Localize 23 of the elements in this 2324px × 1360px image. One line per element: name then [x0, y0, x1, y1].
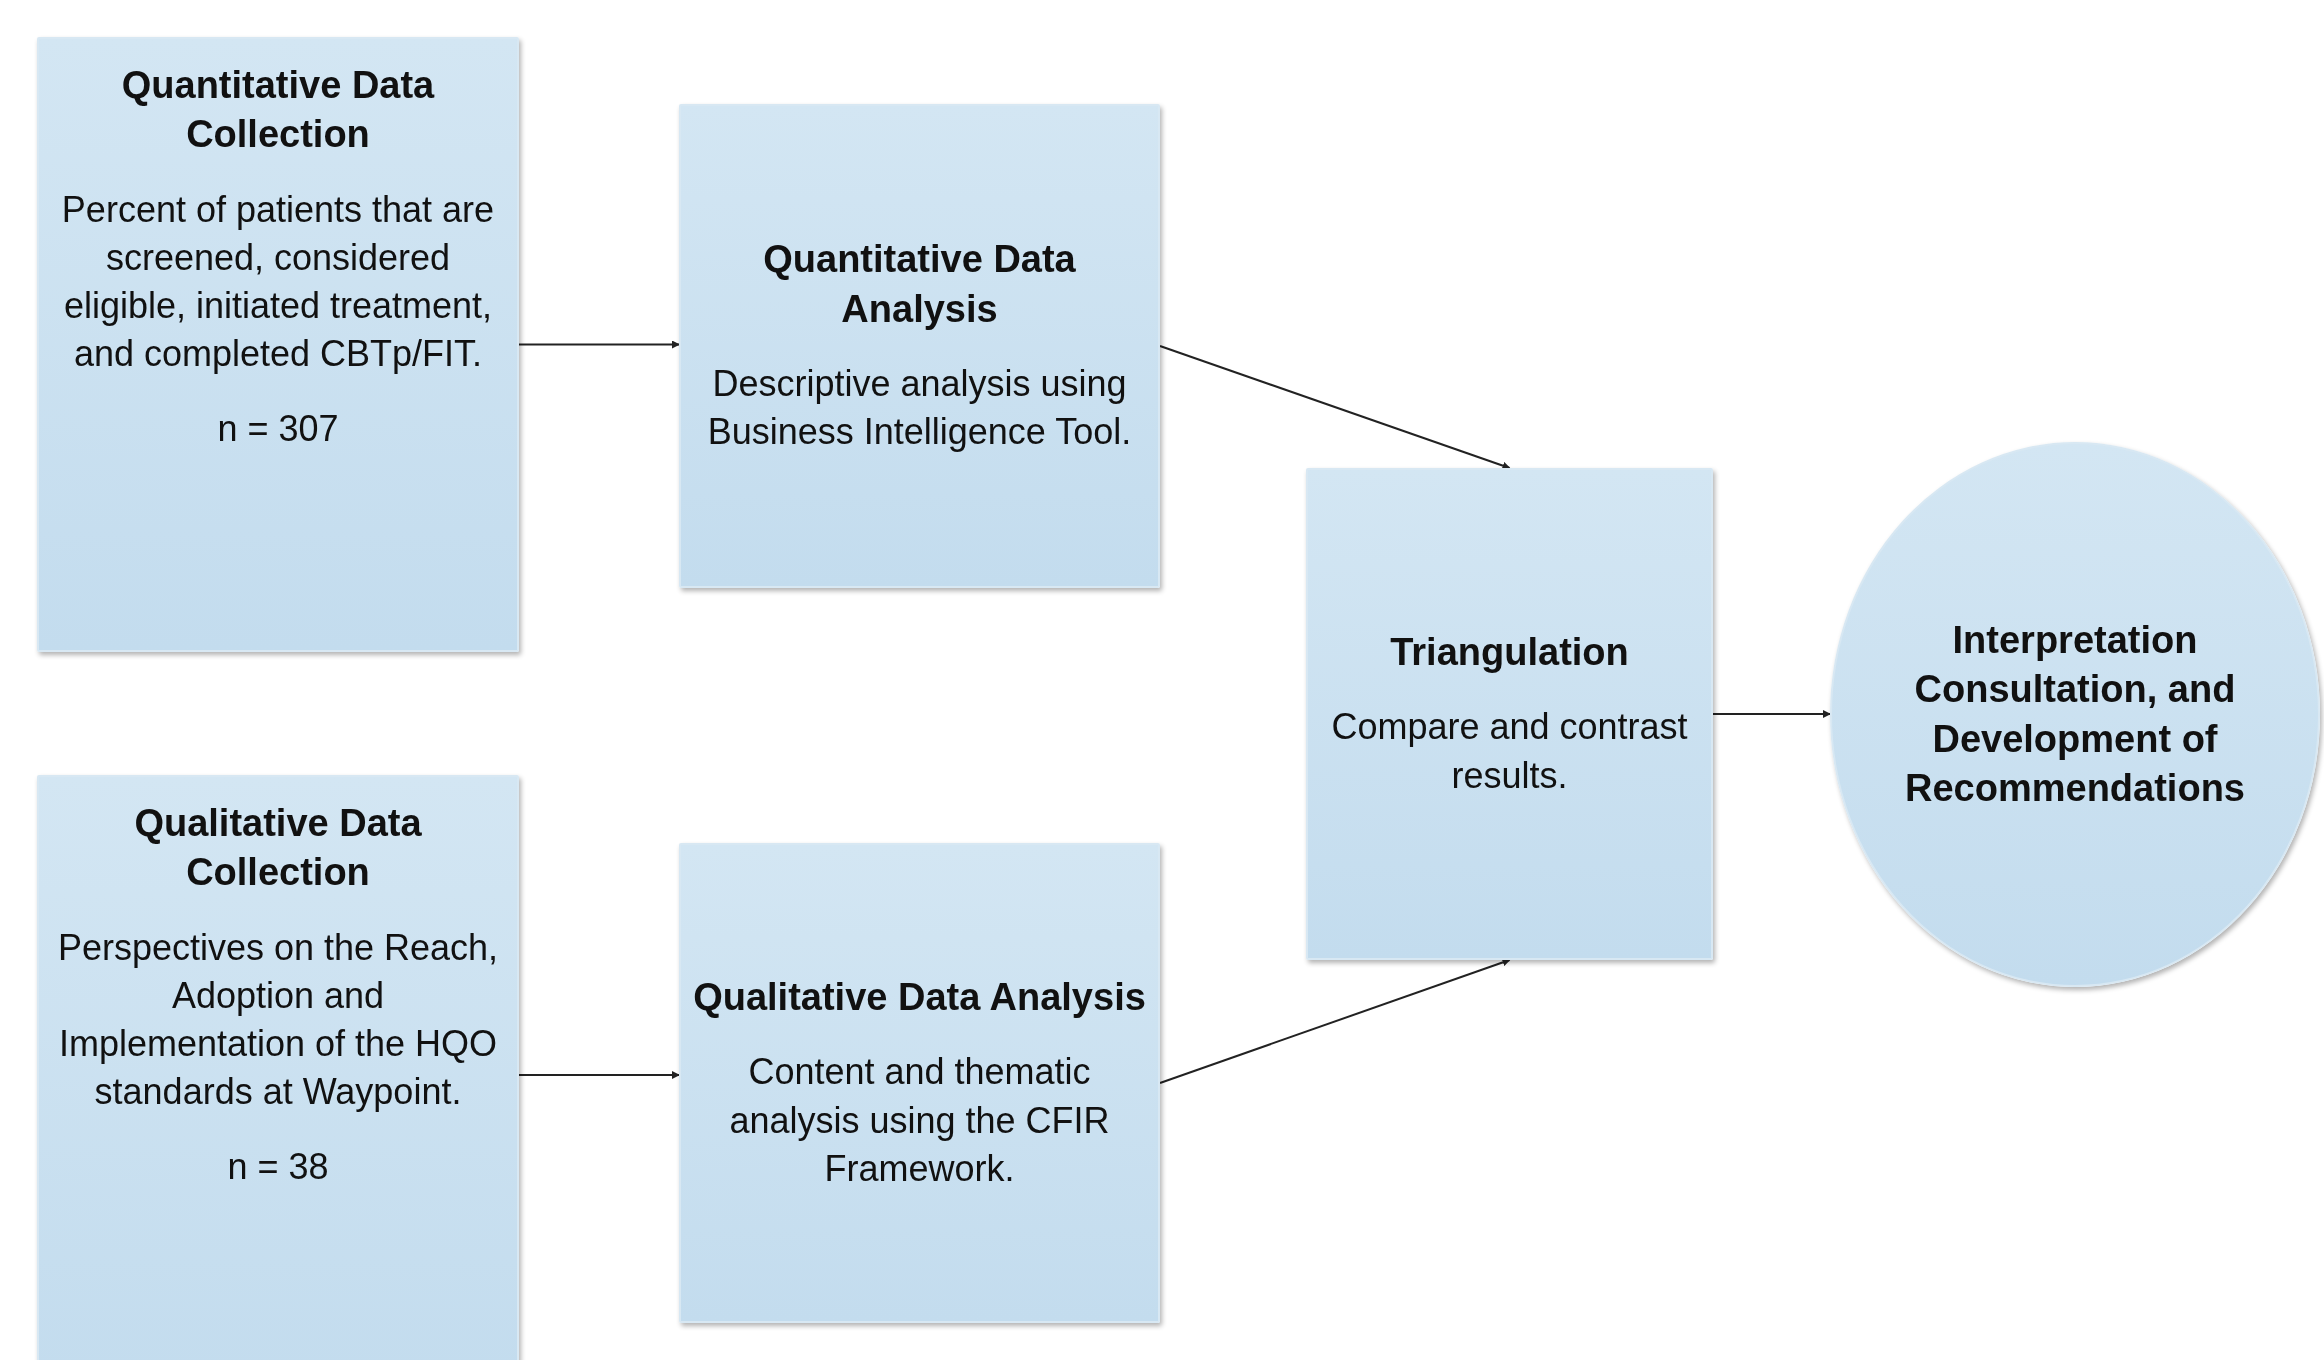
arrow	[518, 1071, 680, 1079]
node-heading: Interpretation Consultation, and Development of Recommendations	[1904, 617, 2246, 811]
node-text: n = 38	[227, 1144, 329, 1189]
node-text: Content and thematic analysis using the CFIR Framework.	[728, 1050, 1111, 1191]
node-text: Compare and contrast results.	[1330, 705, 1689, 798]
process-box	[37, 37, 519, 652]
process-box	[37, 775, 519, 1360]
node-text: n = 307	[217, 406, 339, 451]
arrow	[518, 340, 680, 349]
arrow	[1159, 958, 1511, 1084]
arrow	[1712, 710, 1831, 718]
process-box	[679, 104, 1160, 588]
node-text: Percent of patients that are screened, considered eligible, initiated treatment, and completed CBTp/FIT.	[60, 187, 496, 377]
node-heading: Quantitative Data Collection	[120, 63, 436, 158]
arrow	[1159, 345, 1511, 470]
node-text: Descriptive analysis using Business Intelligence Tool.	[706, 362, 1133, 455]
process-box	[679, 843, 1160, 1323]
node-heading: Quantitative Data Analysis	[762, 237, 1077, 332]
process-box	[1306, 468, 1713, 960]
node-heading: Qualitative Data Analysis	[693, 974, 1146, 1020]
node-text: Perspectives on the Reach, Adoption and Implementation of the HQO standards at Waypoint.	[56, 925, 500, 1115]
node-heading: Qualitative Data Collection	[133, 801, 423, 896]
node-heading: Triangulation	[1390, 630, 1629, 676]
